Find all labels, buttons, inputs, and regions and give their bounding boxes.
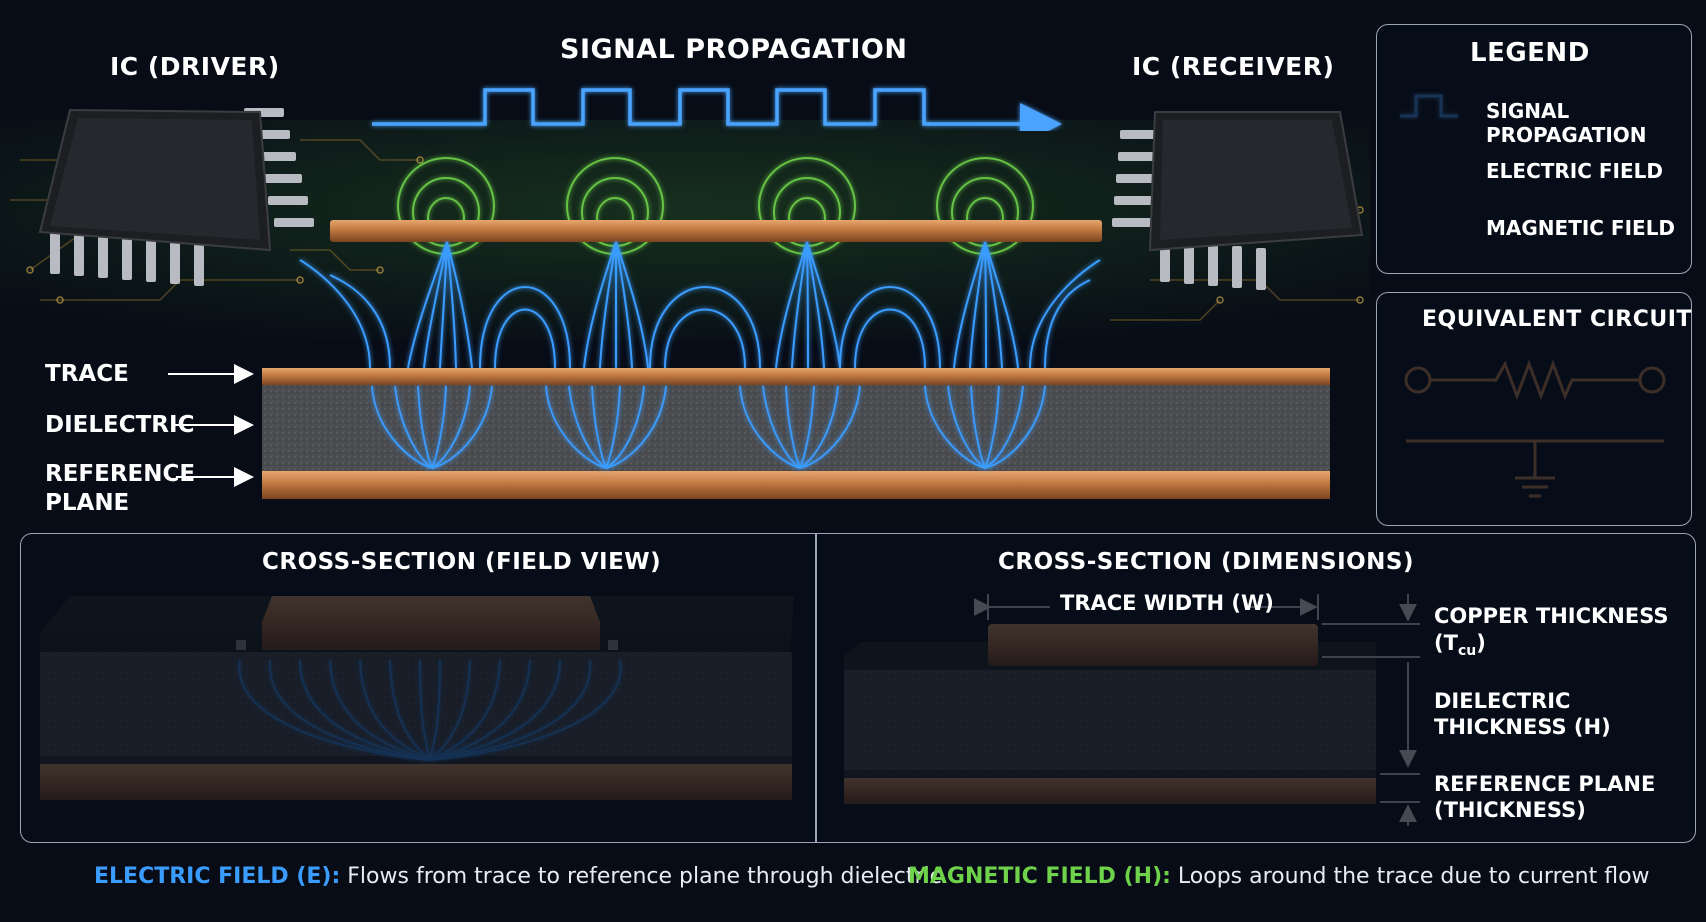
receiver-label: IC (RECEIVER) <box>1132 52 1335 81</box>
copper-thickness-label: COPPER THICKNESS (Tcu) <box>1434 603 1706 665</box>
copper-thickness-text: COPPER THICKNESS (T <box>1434 604 1669 655</box>
trace-label: TRACE <box>45 361 129 387</box>
signal-propagation-label: SIGNAL PROPAGATION <box>560 34 908 65</box>
dielectric-label: DIELECTRIC <box>45 412 195 438</box>
signal-square-wave <box>372 88 1062 145</box>
driver-label: IC (DRIVER) <box>110 52 280 81</box>
footer-magnetic-key: MAGNETIC FIELD (H): <box>908 864 1171 889</box>
dielectric-thickness-label-line2: THICKNESS (H) <box>1434 715 1611 739</box>
cross-section-panel <box>20 533 1696 843</box>
copper-thickness-subscript: cu <box>1457 643 1477 660</box>
top-trace-strip <box>330 220 1102 242</box>
dielectric-thickness-label-line1: DIELECTRIC <box>1434 689 1571 713</box>
cross-section-divider <box>815 534 817 842</box>
footer-magnetic: MAGNETIC FIELD (H): Loops around the tra… <box>908 864 1650 889</box>
reference-thickness-label-line2: (THICKNESS) <box>1434 798 1586 822</box>
dimensions-title: CROSS-SECTION (DIMENSIONS) <box>998 549 1415 575</box>
footer-magnetic-desc: Loops around the trace due to current fl… <box>1177 864 1650 889</box>
footer-electric-key: ELECTRIC FIELD (E): <box>94 864 341 889</box>
legend-item-electric: ELECTRIC FIELD <box>1486 159 1663 183</box>
legend-title: LEGEND <box>1470 38 1590 68</box>
stack-reference-layer <box>262 471 1330 499</box>
driver-ic-chip <box>38 108 314 286</box>
copper-thickness-close: ) <box>1476 631 1486 655</box>
footer-electric: ELECTRIC FIELD (E): Flows from trace to … <box>94 864 942 889</box>
legend-panel <box>1376 24 1692 274</box>
equivalent-circuit-panel <box>1376 292 1692 526</box>
electric-field-arcs-top <box>299 241 1101 369</box>
legend-item-magnetic: MAGNETIC FIELD <box>1486 216 1676 240</box>
reference-plane-label-line1: REFERENCE <box>45 461 196 487</box>
electric-field-fans-stack <box>371 385 1046 469</box>
legend-item-signal: SIGNAL PROPAGATION <box>1486 99 1647 147</box>
equivalent-circuit-title: EQUIVALENT CIRCUIT <box>1422 307 1692 332</box>
field-view-title: CROSS-SECTION (FIELD VIEW) <box>262 549 662 575</box>
receiver-ic-chip <box>1112 111 1364 290</box>
footer-electric-desc: Flows from trace to reference plane thro… <box>347 864 942 889</box>
stack-trace-layer <box>262 368 1330 385</box>
trace-width-label: TRACE WIDTH (W) <box>1060 591 1274 615</box>
reference-plane-label-line2: PLANE <box>45 490 130 516</box>
reference-thickness-label-line1: REFERENCE PLANE <box>1434 772 1656 796</box>
